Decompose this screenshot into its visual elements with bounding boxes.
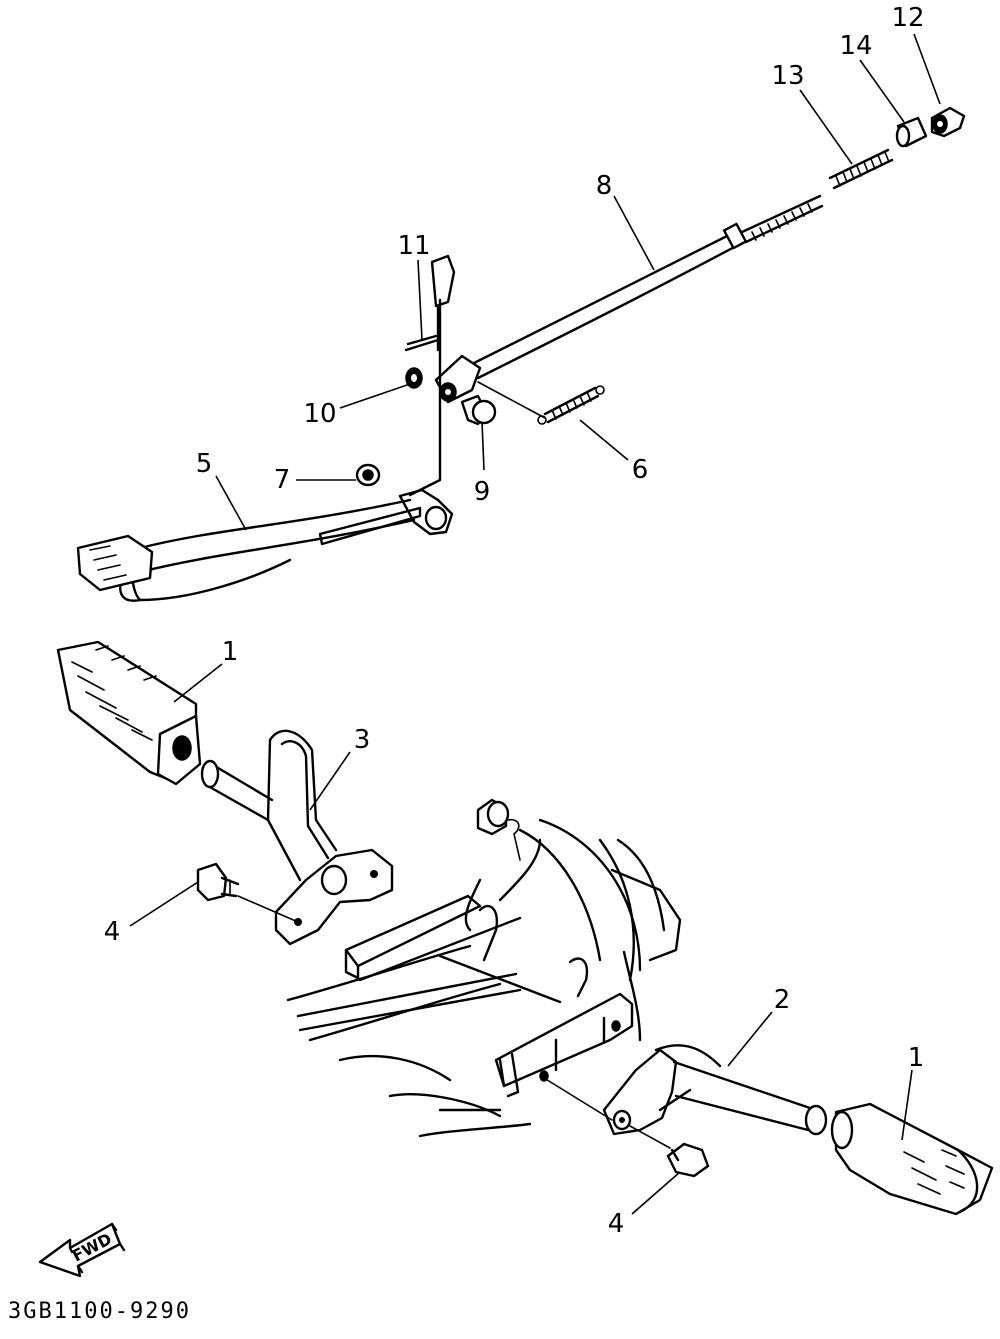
callout-8: 8 [596, 171, 613, 201]
callout-4-lower: 4 [608, 1209, 625, 1239]
part-return-spring-6 [477, 381, 605, 425]
callout-11: 11 [397, 231, 430, 261]
part-collar-14 [895, 116, 928, 148]
frame-section [286, 798, 682, 1138]
part-footrest-bracket-2 [602, 1044, 828, 1136]
callout-6: 6 [632, 455, 649, 485]
callout-5: 5 [196, 449, 213, 479]
part-washer-10 [405, 367, 423, 389]
forward-direction-arrow: FWD [38, 1222, 126, 1278]
part-pin-9 [460, 394, 497, 426]
callout-9: 9 [474, 477, 491, 507]
diagram-code: 3GB1100-9290 [8, 1299, 191, 1324]
callout-7: 7 [274, 465, 291, 495]
callout-3: 3 [354, 725, 371, 755]
callout-labels: 12 14 13 8 11 10 6 9 7 5 1 3 4 2 1 4 [104, 3, 925, 1239]
callout-1-right: 1 [908, 1043, 925, 1073]
part-bolt-4-lower [543, 1077, 710, 1178]
part-footrest-bracket-3 [200, 729, 394, 946]
part-cable-end-bracket [434, 354, 482, 404]
callout-2: 2 [774, 985, 791, 1015]
part-adjust-nut-12 [930, 106, 966, 138]
leader-lines [129, 33, 941, 1215]
callout-14: 14 [839, 31, 872, 61]
callout-12: 12 [891, 3, 924, 33]
callout-1-left: 1 [222, 637, 239, 667]
callout-10: 10 [303, 399, 336, 429]
part-washer-7 [355, 463, 381, 487]
part-spring-13 [828, 148, 894, 190]
part-bolt-4-upper [196, 862, 299, 923]
part-brake-pedal-5 [76, 254, 456, 602]
callout-13: 13 [771, 61, 804, 91]
part-footrest-1-right [830, 1102, 994, 1216]
part-cable-8 [468, 194, 824, 380]
callout-4-upper: 4 [104, 917, 121, 947]
part-footrest-1-left [56, 640, 202, 786]
